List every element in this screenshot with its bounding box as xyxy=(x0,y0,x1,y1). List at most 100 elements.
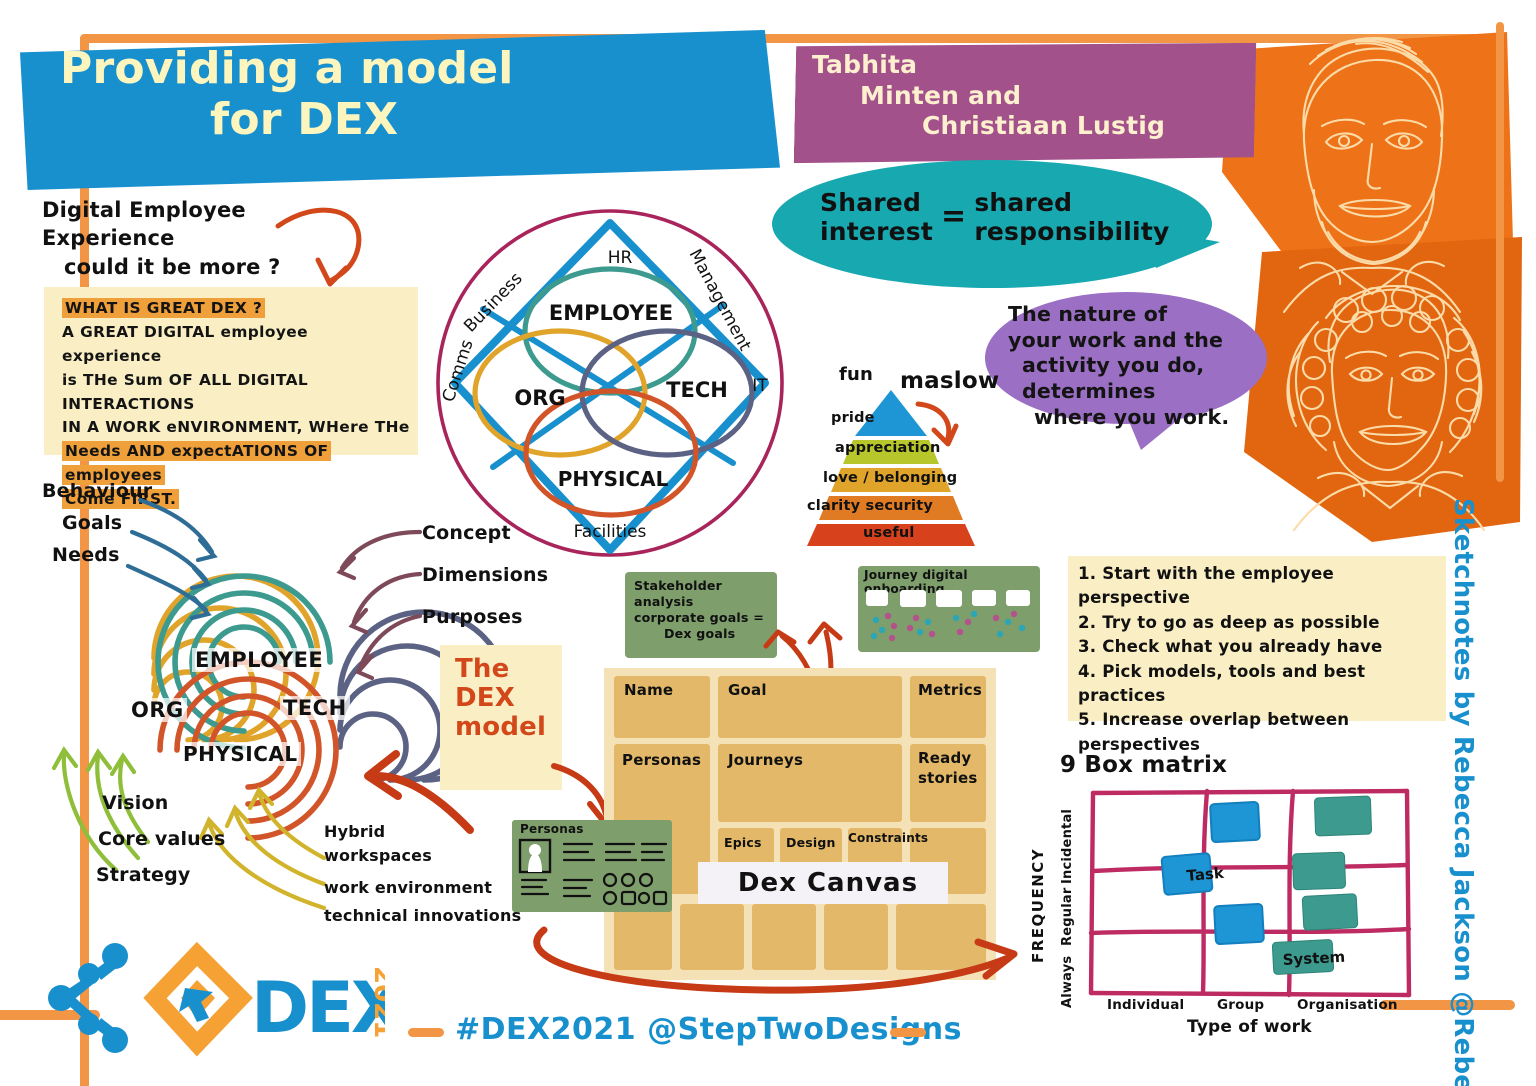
spiral-label-work-environment: work environment xyxy=(324,878,493,897)
step-2-text: Try to go as deep as possible xyxy=(1102,612,1380,632)
svg-text:Business: Business xyxy=(460,269,527,337)
canvas-label-goal: Goal xyxy=(728,681,767,699)
step-5-text: Increase overlap between perspectives xyxy=(1078,710,1350,754)
svg-text:2021: 2021 xyxy=(368,966,385,1038)
great-dex-heading: WHAT IS GREAT DEX ? xyxy=(62,298,266,318)
canvas-label-name: Name xyxy=(624,681,674,699)
title-line-2: for DEX xyxy=(210,93,399,145)
step-3-text: Check what you already have xyxy=(1102,637,1383,657)
maslow-title: maslow xyxy=(900,368,1000,394)
canvas-cell-goal[interactable] xyxy=(718,676,902,738)
stakeholder-line-3: corporate goals = xyxy=(634,610,764,626)
svg-text:System: System xyxy=(1282,948,1345,969)
maslow-layer-love-belonging: love / belonging xyxy=(823,470,958,486)
spiral-label-hybrid: Hybrid xyxy=(324,822,386,841)
step-2-number: 2. xyxy=(1078,612,1097,632)
maslow-pyramid: fun pride appreciation love / belonging … xyxy=(795,364,1035,546)
dex-model-note-2: DEX xyxy=(455,683,515,714)
steps-list: 1. Start with the employee perspective 2… xyxy=(1078,562,1450,757)
speaker-portraits xyxy=(1222,22,1522,542)
nine-box-title: 9 Box matrix xyxy=(1060,752,1228,778)
svg-text:HR: HR xyxy=(608,248,633,268)
svg-text:DEX: DEX xyxy=(251,967,385,1049)
maslow-arrow xyxy=(908,398,968,458)
nine-box-xtick-individual: Individual xyxy=(1107,997,1185,1013)
frame-bottom-dash-right xyxy=(1380,1000,1515,1010)
dex-canvas-banner-text: Dex Canvas xyxy=(737,868,919,898)
step-3-number: 3. xyxy=(1078,637,1097,657)
steps-box xyxy=(1068,556,1446,721)
speaker-names: Tabhita Minten and Christiaan Lustig xyxy=(812,50,1262,142)
spiral-label-goals: Goals xyxy=(62,512,123,534)
stakeholder-line-1: Stakeholder xyxy=(634,578,723,593)
frame-left-bar xyxy=(80,34,89,1086)
purple-line-3: activity you do, determines xyxy=(1022,353,1205,403)
step-5-number: 5. xyxy=(1078,710,1097,730)
canvas-cell-bottom-3[interactable] xyxy=(752,904,816,970)
nine-box-ytick-always: Always xyxy=(1060,955,1075,1008)
maslow-layer-pride: pride xyxy=(831,410,875,426)
spiral-label-technical-innovations: technical innovations xyxy=(324,906,522,925)
canvas-cell-bottom-5[interactable] xyxy=(896,904,986,970)
canvas-cell-journeys[interactable] xyxy=(718,744,902,822)
stakeholder-line-4: Dex goals xyxy=(664,626,736,642)
teal-left-1: Shared xyxy=(820,188,922,217)
step-1-text: Start with the employee perspective xyxy=(1078,564,1334,608)
spiral-label-behaviour: Behaviour xyxy=(42,480,153,502)
dex-question-line-1: Digital Employee Experience xyxy=(42,198,246,251)
purple-line-1: The nature of xyxy=(1008,302,1168,326)
persona-card-contents xyxy=(518,836,668,914)
svg-text:TECH: TECH xyxy=(666,378,728,402)
footer-hashtag: #DEX2021 @StepTwoDesigns xyxy=(455,1012,962,1047)
canvas-label-design: Design xyxy=(786,835,836,850)
canvas-label-epics: Epics xyxy=(724,835,762,850)
maslow-layer-appreciation: appreciation xyxy=(835,440,941,456)
spiral-label-dimensions: Dimensions xyxy=(422,564,549,586)
purple-line-4: where you work. xyxy=(1034,404,1230,429)
teal-equals: = xyxy=(941,198,967,234)
nine-box-ylabel: FREQUENCY xyxy=(1029,847,1047,963)
persona-card-title: Personas xyxy=(520,822,584,836)
purple-line-2: your work and the xyxy=(1008,327,1224,352)
svg-text:ORG: ORG xyxy=(514,386,565,410)
step-1-number: 1. xyxy=(1078,564,1097,583)
spiral-label-strategy: Strategy xyxy=(96,864,191,886)
purple-bubble-text: The nature of your work and the activity… xyxy=(1008,302,1273,430)
spiral-core-org: ORG xyxy=(128,698,187,722)
spiral-label-vision: Vision xyxy=(102,792,169,814)
step-4-text: Pick models, tools and best practices xyxy=(1078,661,1366,705)
nine-box-ytick-incidental: Incidental xyxy=(1060,808,1075,884)
canvas-cell-ready-stories[interactable] xyxy=(910,744,986,822)
canvas-cell-bottom-4[interactable] xyxy=(824,904,888,970)
canvas-cell-bottom-2[interactable] xyxy=(680,904,744,970)
speaker-line-1: Tabhita xyxy=(812,50,918,79)
page-title: Providing a model for DEX xyxy=(60,43,760,145)
frame-top-bar xyxy=(80,34,1502,43)
dex-2021-logo: DEX 2021 xyxy=(45,940,407,1060)
great-dex-body-3: IN A WORK eNVIRONMENT, WHere THe xyxy=(62,418,410,437)
canvas-cell-bottom-1[interactable] xyxy=(614,904,672,970)
journey-card-contents xyxy=(862,588,1038,654)
teal-right-2: responsibility xyxy=(974,217,1170,246)
dex-question: Digital Employee Experience could it be … xyxy=(42,196,342,281)
canvas-cell-metrics[interactable] xyxy=(910,676,986,738)
speaker-line-2: Minten and xyxy=(860,80,1022,110)
spiral-label-concept: Concept xyxy=(422,522,511,544)
curved-arrow-to-greatdex xyxy=(270,196,380,300)
dex-canvas-banner xyxy=(698,862,948,904)
dex-canvas-board: Name Goal Metrics Personas Journeys Read… xyxy=(604,668,996,980)
great-dex-body-1: A GREAT DIGITAL employee experience xyxy=(62,322,308,365)
maslow-layer-clarity-security: clarity security xyxy=(807,498,933,514)
nine-box-xtick-group: Group xyxy=(1217,997,1265,1013)
sketchnote-credit: Sketchnotes by Rebecca Jackson @RebeccaJ… xyxy=(1448,498,1478,1086)
teal-bubble-text: Shared interest = shared responsibility xyxy=(820,188,1220,246)
canvas-bottom-sweep-arrow xyxy=(500,918,1040,1012)
canvas-cell-name[interactable] xyxy=(614,676,710,738)
dex-model-note-text: The DEX model xyxy=(455,654,565,742)
canvas-label-stories: stories xyxy=(918,769,978,787)
speaker-line-3: Christiaan Lustig xyxy=(922,111,1166,140)
canvas-label-metrics: Metrics xyxy=(918,681,983,699)
great-dex-body-2: is THe Sum OF ALL DIGITAL INTERACTIONS xyxy=(62,370,309,413)
canvas-label-personas: Personas xyxy=(622,751,702,769)
